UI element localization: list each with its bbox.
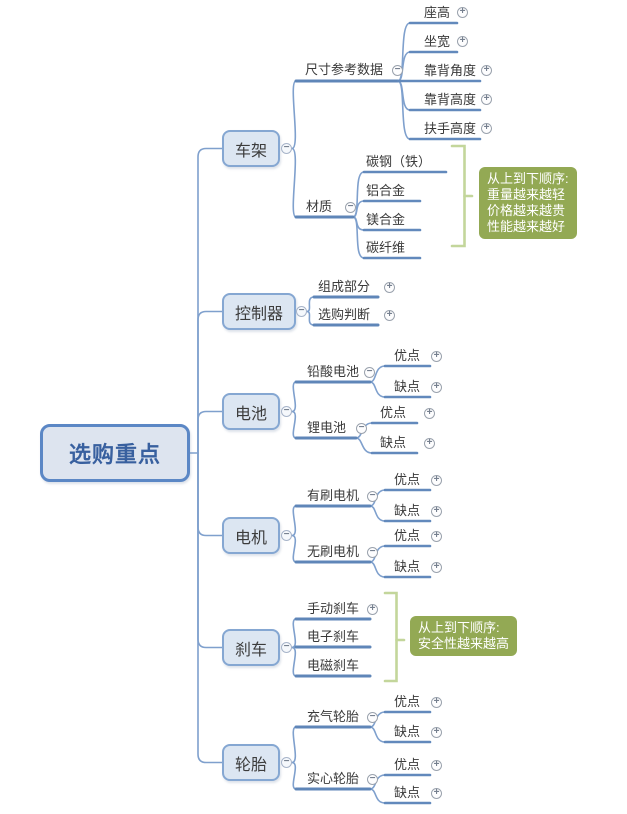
expand-icon[interactable]: + [424,408,435,419]
collapse-icon[interactable]: − [392,65,403,76]
expand-icon[interactable]: + [384,310,395,321]
leaf-cons[interactable]: 缺点 [394,503,421,518]
leaf-seat-height[interactable]: 座高 [424,5,451,20]
summary-line: 从上到下顺序: [487,171,569,186]
summary-line: 安全性越来越高 [418,636,510,651]
root-topic[interactable]: 选购重点 [40,424,190,482]
expand-icon[interactable]: + [431,562,442,573]
collapse-icon[interactable]: − [367,547,378,558]
leaf-cons[interactable]: 缺点 [394,559,421,574]
leaf-pros[interactable]: 优点 [394,528,421,543]
expand-icon[interactable]: + [431,697,442,708]
collapse-icon[interactable]: − [345,202,356,213]
subtopic-electronic-brake[interactable]: 电子刹车 [307,629,360,644]
collapse-icon[interactable]: − [364,367,375,378]
expand-icon[interactable]: + [424,438,435,449]
collapse-icon[interactable]: − [281,642,292,653]
expand-icon[interactable]: + [431,531,442,542]
summary-bracket [383,144,474,683]
summary-line: 价格越来越贵 [487,203,566,218]
leaf-magnesium-alloy[interactable]: 镁合金 [366,212,406,227]
topic-controller[interactable]: 控制器 [222,293,296,330]
expand-icon[interactable]: + [431,475,442,486]
collapse-icon[interactable]: − [281,143,292,154]
leaf-pros[interactable]: 优点 [380,405,407,420]
subtopic-pneumatic-tire[interactable]: 充气轮胎 [307,709,360,724]
collapse-icon[interactable]: − [281,757,292,768]
leaf-underlines [362,21,482,805]
summary-line: 重量越来越轻 [487,187,566,202]
summary-line: 性能越来越好 [487,219,566,234]
expand-icon[interactable]: + [431,788,442,799]
leaf-aluminum-alloy[interactable]: 铝合金 [366,183,406,198]
topic-motor[interactable]: 电机 [222,517,280,554]
topic-tire[interactable]: 轮胎 [222,744,280,781]
summary-note-material[interactable]: 从上到下顺序: 重量越来越轻 价格越来越贵 性能越来越好 [479,167,577,239]
collapse-icon[interactable]: − [367,491,378,502]
expand-icon[interactable]: + [457,36,468,47]
expand-icon[interactable]: + [481,94,492,105]
expand-icon[interactable]: + [384,282,395,293]
leaf-cons[interactable]: 缺点 [394,724,421,739]
leaf-cons[interactable]: 缺点 [394,379,421,394]
topic-brake[interactable]: 刹车 [222,629,280,666]
collapse-icon[interactable]: − [281,530,292,541]
subtopic-brushed-motor[interactable]: 有刷电机 [307,488,360,503]
topic-battery[interactable]: 电池 [222,393,280,430]
leaf-cons[interactable]: 缺点 [394,785,421,800]
leaf-pros[interactable]: 优点 [394,757,421,772]
subtopic-solid-tire[interactable]: 实心轮胎 [307,771,360,786]
subtopic-size-reference-data[interactable]: 尺寸参考数据 [305,62,384,77]
expand-icon[interactable]: + [367,604,378,615]
subtopic-purchase-judgment[interactable]: 选购判断 [318,307,371,322]
subtopic-lead-acid-battery[interactable]: 铅酸电池 [307,364,360,379]
expand-icon[interactable]: + [481,123,492,134]
expand-icon[interactable]: + [431,351,442,362]
leaf-armrest-height[interactable]: 扶手高度 [424,121,477,136]
subtopic-lithium-battery[interactable]: 锂电池 [307,420,347,435]
leaf-backrest-angle[interactable]: 靠背角度 [424,63,477,78]
expand-icon[interactable]: + [431,382,442,393]
subtopic-underlines [294,79,400,791]
expand-icon[interactable]: + [481,65,492,76]
leaf-carbon-fiber[interactable]: 碳纤维 [366,240,406,255]
expand-icon[interactable]: + [457,7,468,18]
collapse-icon[interactable]: − [367,712,378,723]
topic-frame[interactable]: 车架 [222,130,280,167]
summary-note-brake[interactable]: 从上到下顺序: 安全性越来越高 [410,616,518,656]
expand-icon[interactable]: + [431,760,442,771]
leaf-cons[interactable]: 缺点 [380,435,407,450]
expand-icon[interactable]: + [431,727,442,738]
leaf-backrest-height[interactable]: 靠背高度 [424,92,477,107]
expand-icon[interactable]: + [431,506,442,517]
collapse-icon[interactable]: − [296,306,307,317]
leaf-pros[interactable]: 优点 [394,472,421,487]
leaf-pros[interactable]: 优点 [394,694,421,709]
collapse-icon[interactable]: − [356,423,367,434]
subtopic-manual-brake[interactable]: 手动刹车 [307,601,360,616]
leaf-pros[interactable]: 优点 [394,348,421,363]
subtopic-brushless-motor[interactable]: 无刷电机 [307,544,360,559]
subtopic-material[interactable]: 材质 [306,199,333,214]
subtopic-components[interactable]: 组成部分 [318,279,371,294]
collapse-icon[interactable]: − [281,406,292,417]
summary-line: 从上到下顺序: [418,620,500,635]
leaf-carbon-steel[interactable]: 碳钢（铁） [366,154,432,169]
collapse-icon[interactable]: − [367,774,378,785]
leaf-seat-width[interactable]: 坐宽 [424,34,451,49]
subtopic-electromagnetic-brake[interactable]: 电磁刹车 [307,658,360,673]
